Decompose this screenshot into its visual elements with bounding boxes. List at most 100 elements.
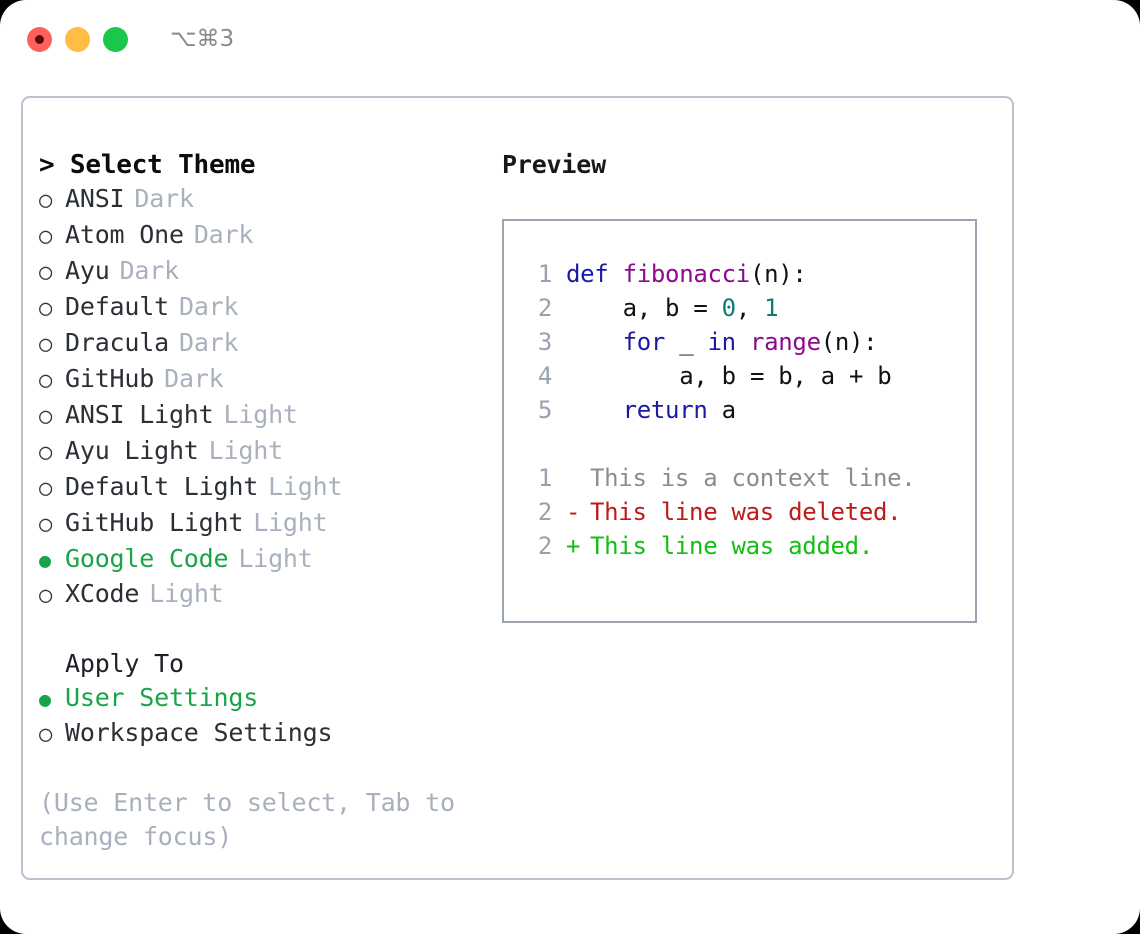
maximize-button-icon[interactable] (103, 26, 128, 52)
code-line: 4 a, b = b, a + b (522, 359, 975, 393)
diff-line-number: 1 (537, 464, 552, 492)
theme-variant-tag: Light (149, 579, 224, 608)
theme-variant-tag: Light (253, 508, 328, 537)
apply-to-label: User Settings (65, 683, 259, 712)
radio-selected-icon: ● (39, 687, 51, 711)
code-text: a, b = b, a + b (566, 359, 892, 393)
theme-name-label: Default Light (65, 472, 259, 501)
diff-line-number: 2 (537, 532, 552, 560)
theme-variant-tag: Light (208, 436, 283, 465)
line-number: 3 (537, 328, 552, 356)
theme-name-label: Default (65, 292, 169, 321)
apply-to-list: ● User Settings ○ Workspace Settings (39, 681, 489, 752)
diff-line: 2-This line was deleted. (522, 495, 975, 529)
theme-name-label: ANSI (65, 184, 125, 213)
line-number: 2 (537, 294, 552, 322)
theme-list-item[interactable]: ○ Atom One Dark (39, 218, 489, 254)
diff-sign (566, 461, 590, 495)
code-token (566, 396, 623, 424)
radio-unselected-icon: ○ (39, 296, 53, 321)
diff-line: 1 This is a context line. (522, 461, 975, 495)
code-token: 1 (764, 294, 779, 322)
line-number: 1 (537, 260, 552, 288)
radio-selected-icon: ● (39, 548, 51, 572)
close-dot-icon (35, 34, 44, 44)
theme-list-item[interactable]: ● Google Code Light (39, 542, 489, 577)
code-token: (n): (820, 328, 878, 356)
traffic-lights (27, 26, 128, 52)
close-button-icon[interactable] (27, 26, 52, 52)
radio-unselected-icon: ○ (39, 440, 53, 465)
radio-unselected-icon: ○ (39, 332, 53, 357)
theme-list-item[interactable]: ○ Ayu Light Light (39, 434, 489, 470)
preview-title: Preview (502, 150, 606, 179)
section-spacer (39, 613, 489, 647)
apply-to-label: Workspace Settings (65, 718, 333, 747)
code-text: def fibonacci(n): (566, 257, 807, 291)
code-text: return a (566, 393, 737, 427)
code-token: _ (665, 328, 708, 356)
diff-sign: + (566, 532, 581, 560)
diff-line-number: 2 (537, 498, 552, 526)
theme-name-label: GitHub Light (65, 508, 244, 537)
diff-text: This line was deleted. (590, 498, 902, 526)
code-line: 5 return a (522, 393, 975, 427)
hint-spacer (39, 752, 489, 786)
theme-variant-tag: Dark (193, 220, 254, 249)
theme-variant-tag: Dark (178, 292, 239, 321)
radio-unselected-icon: ○ (39, 722, 53, 747)
radio-unselected-icon: ○ (39, 368, 53, 393)
minimize-button-icon[interactable] (65, 26, 90, 52)
title-bar: ⌥⌘3 (0, 0, 1140, 78)
radio-unselected-icon: ○ (39, 260, 53, 285)
code-token (736, 328, 750, 356)
theme-list-item[interactable]: ○ Default Dark (39, 290, 489, 326)
theme-variant-tag: Light (223, 400, 298, 429)
theme-name-label: Ayu Light (65, 436, 199, 465)
theme-name-label: Atom One (65, 220, 184, 249)
theme-name-label: ANSI Light (65, 400, 214, 429)
line-number: 5 (537, 396, 552, 424)
theme-variant-tag: Dark (119, 256, 180, 285)
diff-text: This line was added. (590, 532, 873, 560)
radio-unselected-icon: ○ (39, 583, 53, 608)
code-token: in (707, 328, 737, 356)
diff-sample: 1 This is a context line.2-This line was… (522, 461, 975, 563)
theme-name-label: Google Code (65, 544, 229, 573)
radio-unselected-icon: ○ (39, 224, 53, 249)
apply-to-item[interactable]: ○ Workspace Settings (39, 716, 489, 752)
radio-unselected-icon: ○ (39, 188, 53, 213)
line-number: 4 (537, 362, 552, 390)
code-token: return (622, 396, 708, 424)
code-diff-spacer (522, 427, 975, 461)
code-token (566, 328, 623, 356)
diff-sign: - (566, 498, 581, 526)
theme-picker-header: > Select Theme (39, 150, 256, 180)
theme-name-label: Ayu (65, 256, 110, 285)
code-token: a, b = b, a + b (566, 362, 892, 390)
theme-list-item[interactable]: ○ GitHub Dark (39, 362, 489, 398)
code-token: (n): (749, 260, 807, 288)
theme-variant-tag: Dark (164, 364, 224, 393)
apply-to-item[interactable]: ● User Settings (39, 681, 489, 716)
theme-list-item[interactable]: ○ Ayu Dark (39, 254, 489, 290)
diff-line: 2 + This line was added. (522, 529, 975, 563)
code-token: fibonacci (622, 260, 751, 288)
code-token: 0 (721, 294, 736, 322)
theme-name-label: GitHub (65, 364, 155, 393)
apply-to-header: Apply To (65, 649, 184, 678)
theme-variant-tag: Light (238, 544, 313, 573)
